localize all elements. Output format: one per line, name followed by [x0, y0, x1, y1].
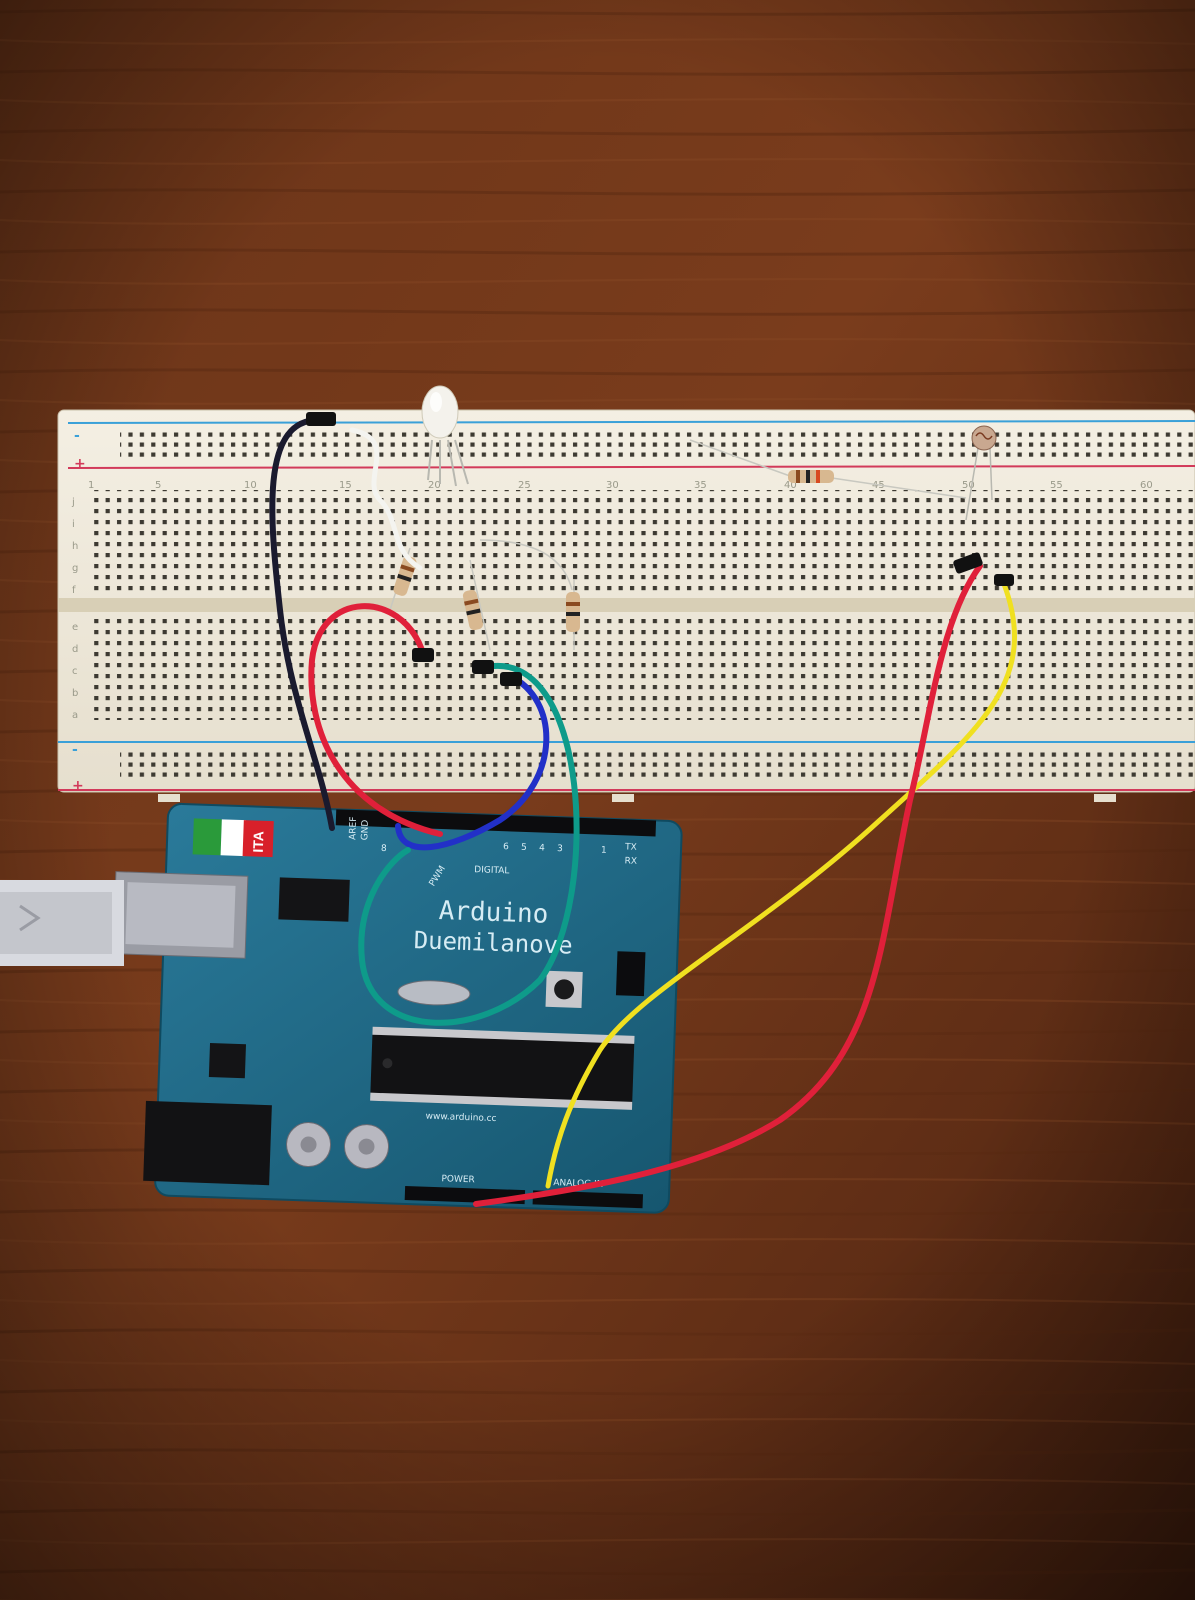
- header-number: 1: [601, 846, 607, 856]
- wire-white: [349, 427, 423, 571]
- voltage-regulator: [208, 1043, 247, 1079]
- resistor-blue: [479, 539, 580, 650]
- rail-plus-bottom: +: [72, 778, 84, 794]
- row-letter: f: [72, 585, 76, 596]
- usb-cable: [0, 880, 124, 966]
- wire-blue: [395, 673, 550, 851]
- column-number: 15: [339, 480, 352, 491]
- ita-label: ITA: [250, 831, 267, 853]
- rail-minus-top: -: [74, 428, 80, 444]
- row-letter: j: [71, 497, 75, 508]
- power-jack: [143, 1100, 272, 1186]
- column-number: 60: [1140, 480, 1153, 491]
- row-letter: h: [72, 541, 78, 552]
- column-number: 55: [1050, 480, 1063, 491]
- top-terminal-strip: 1 5 10 15 20 25 30 35 40 45 50 55 60 j i…: [71, 480, 1195, 596]
- digital-label: DIGITAL: [474, 865, 510, 876]
- column-number: 1: [88, 480, 94, 491]
- resistor-red: [389, 547, 417, 611]
- header-number: 3: [557, 844, 563, 854]
- brand-line2: Duemilanove: [413, 926, 573, 960]
- rail-minus-bottom: -: [72, 742, 78, 758]
- wire-black: [269, 417, 335, 831]
- column-number: 50: [962, 480, 975, 491]
- usb-connector: [112, 871, 249, 959]
- crystal: [397, 980, 471, 1006]
- italy-flag-badge: ITA: [192, 818, 274, 858]
- wire-teal: [358, 662, 580, 1026]
- header-number: 4: [539, 843, 545, 853]
- brand-line1: Arduino: [438, 896, 549, 930]
- usb-chip: [278, 877, 350, 922]
- rgb-led: [421, 385, 469, 487]
- aref-label: AREF: [348, 816, 359, 840]
- resistor-top: [689, 439, 967, 499]
- breadboard: - + 1 5 10 15 20 25 30 35 40 45 50 55 60…: [57, 409, 1195, 802]
- row-letter: b: [72, 688, 78, 699]
- analog-header: [532, 1190, 644, 1209]
- resistor-green: [462, 559, 491, 651]
- power-label: POWER: [441, 1174, 475, 1185]
- analog-label: ANALOG IN: [553, 1178, 603, 1190]
- column-number: 5: [155, 480, 161, 491]
- rx-label: RX: [624, 856, 637, 866]
- row-letter: d: [72, 644, 78, 655]
- column-number: 10: [244, 480, 257, 491]
- center-channel: [58, 598, 1195, 612]
- row-letter: i: [72, 519, 75, 530]
- row-letter: g: [72, 563, 78, 574]
- jumper-wires: [269, 412, 1017, 1207]
- gnd-label: GND: [360, 819, 371, 840]
- row-letter: e: [72, 622, 78, 633]
- rail-plus-top: +: [74, 456, 86, 472]
- column-number: 25: [518, 480, 531, 491]
- header-number: 6: [503, 842, 509, 852]
- wire-red-short: [308, 603, 443, 837]
- website-label: www.arduino.cc: [425, 1112, 496, 1124]
- arduino-board: ITA 8 6 5 4 3 1 AREF GND DIGITAL TX RX P…: [112, 802, 683, 1214]
- column-number: 20: [428, 480, 441, 491]
- photoresistor: [965, 425, 997, 521]
- column-number: 35: [694, 480, 707, 491]
- bottom-terminal-strip: e d c b a: [72, 616, 1195, 721]
- row-letter: a: [72, 710, 78, 721]
- row-letter: c: [72, 666, 78, 677]
- capacitor-left: [286, 1122, 332, 1168]
- header-number: 5: [521, 843, 527, 853]
- atmega-chip: [370, 1026, 635, 1110]
- capacitor-right: [344, 1124, 390, 1170]
- wire-red-long: [473, 563, 983, 1207]
- bottom-power-rail: - +: [58, 741, 1195, 794]
- top-power-rail: - +: [67, 420, 1195, 472]
- column-number: 30: [606, 480, 619, 491]
- header-number: 8: [381, 844, 387, 854]
- wire-yellow: [545, 581, 1017, 1189]
- tx-label: TX: [624, 842, 637, 852]
- column-number: 40: [784, 480, 797, 491]
- reset-button: [545, 970, 583, 1008]
- icsp-header: [615, 951, 646, 997]
